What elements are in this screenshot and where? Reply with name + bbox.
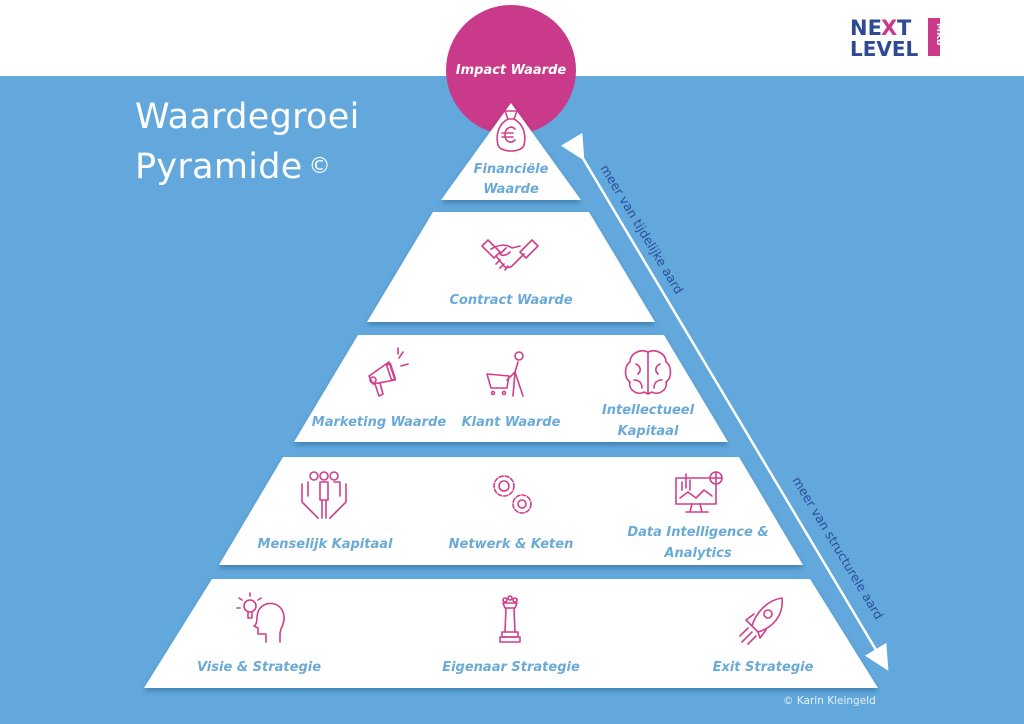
megaphone-icon bbox=[368, 347, 409, 397]
intellectueel-kapitaal-label-2: Kapitaal bbox=[618, 424, 679, 439]
credit-text: © Karin Kleingeld bbox=[783, 695, 876, 707]
visie-strategie-label: Visie & Strategie bbox=[197, 660, 321, 675]
logo-side-bar bbox=[928, 18, 940, 56]
contract-waarde-label: Contract Waarde bbox=[449, 293, 572, 308]
title-line-1: Waardegroei bbox=[135, 97, 360, 137]
shopping-cart-person-icon bbox=[486, 351, 524, 397]
logo-x: X bbox=[881, 16, 897, 40]
financiele-waarde-label-2: Waarde bbox=[483, 182, 539, 197]
head-lightbulb-icon bbox=[236, 592, 285, 643]
impact-waarde-label: Impact Waarde bbox=[456, 63, 567, 78]
netwerk-keten-label: Netwerk & Keten bbox=[449, 537, 574, 552]
logo-ne: NE bbox=[850, 16, 882, 40]
handshake-icon bbox=[481, 239, 539, 271]
marketing-waarde-label: Marketing Waarde bbox=[312, 415, 447, 430]
klant-waarde-label: Klant Waarde bbox=[462, 415, 561, 430]
structural-temporary-arrow bbox=[560, 132, 889, 671]
logo-level: LEVEL bbox=[850, 37, 919, 59]
menselijk-kapitaal-label: Menselijk Kapitaal bbox=[258, 537, 393, 552]
financiele-waarde-label-1: Financiële bbox=[474, 162, 549, 177]
next-level-mkb-logo: NE X T LEVEL MKB bbox=[850, 16, 942, 59]
page-title: Waardegroei Pyramide© bbox=[135, 92, 360, 192]
people-in-hands-icon bbox=[301, 471, 347, 519]
logo-t: T bbox=[897, 16, 912, 40]
intellectueel-kapitaal-label-1: Intellectueel bbox=[602, 403, 695, 418]
data-intelligence-label-2: Analytics bbox=[663, 546, 731, 561]
exit-strategie-label: Exit Strategie bbox=[713, 660, 814, 675]
copyright-symbol: © bbox=[308, 154, 331, 179]
logo-mkb: MKB bbox=[934, 23, 942, 46]
eigenaar-strategie-label: Eigenaar Strategie bbox=[442, 660, 580, 675]
data-intelligence-label-1: Data Intelligence & bbox=[627, 525, 768, 540]
chess-queen-icon bbox=[499, 595, 521, 643]
impact-waarde-circle bbox=[446, 5, 576, 135]
money-bag-euro-icon bbox=[496, 110, 526, 152]
title-line-2: Pyramide bbox=[135, 147, 303, 187]
gears-icon bbox=[493, 475, 532, 514]
